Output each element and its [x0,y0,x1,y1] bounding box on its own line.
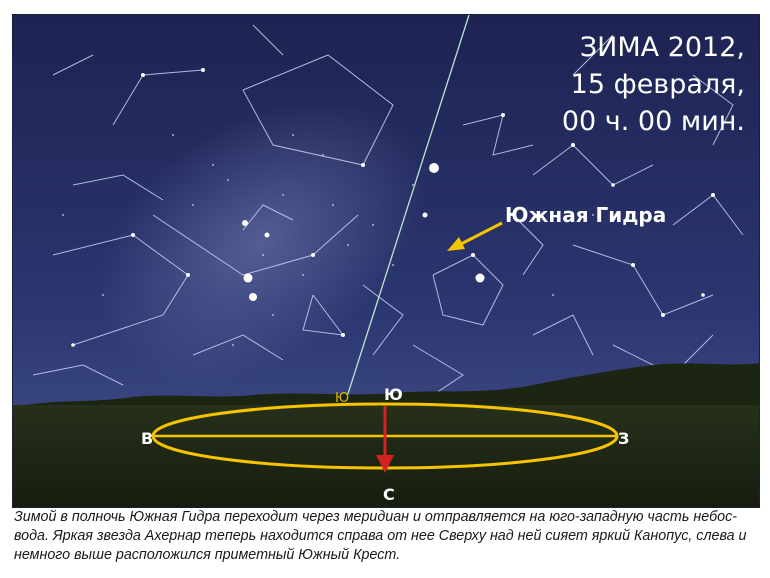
title-season: ЗИМА 2012, [579,32,745,63]
treeline-silhouette [13,363,759,410]
meridian-line [345,15,470,401]
east-label: В [141,429,154,448]
south-label-top: Ю [384,385,403,404]
title-time: 00 ч. 00 мин. [561,106,745,137]
hydra-pointer-shaft [458,221,503,247]
meridian-south-label: Ю [335,391,350,406]
date-title: ЗИМА 2012, 15 февраля, 00 ч. 00 мин. [562,29,745,140]
caption-line-3: немного выше расположился приметный Южны… [14,547,401,563]
south-arrow-head [376,455,394,473]
sky-scene [13,15,759,507]
stars [71,68,715,347]
sky-chart: ЗИМА 2012, 15 февраля, 00 ч. 00 мин. Южн… [12,14,760,508]
hydra-pointer-head [447,237,465,251]
constellation-lines [32,24,744,396]
figure-caption: Зимой в полночь Южная Гидра переходит че… [14,508,760,565]
caption-line-2: вода. Яркая звезда Ахернар теперь находи… [14,528,747,544]
west-label: З [618,429,630,448]
north-label-bottom: С [383,485,395,504]
title-date: 15 февраля, [570,69,745,100]
south-hydra-label: Южная Гидра [505,203,667,227]
caption-line-1: Зимой в полночь Южная Гидра переходит че… [14,509,738,525]
milky-way-glow [78,20,548,430]
faint-stars [62,124,644,346]
